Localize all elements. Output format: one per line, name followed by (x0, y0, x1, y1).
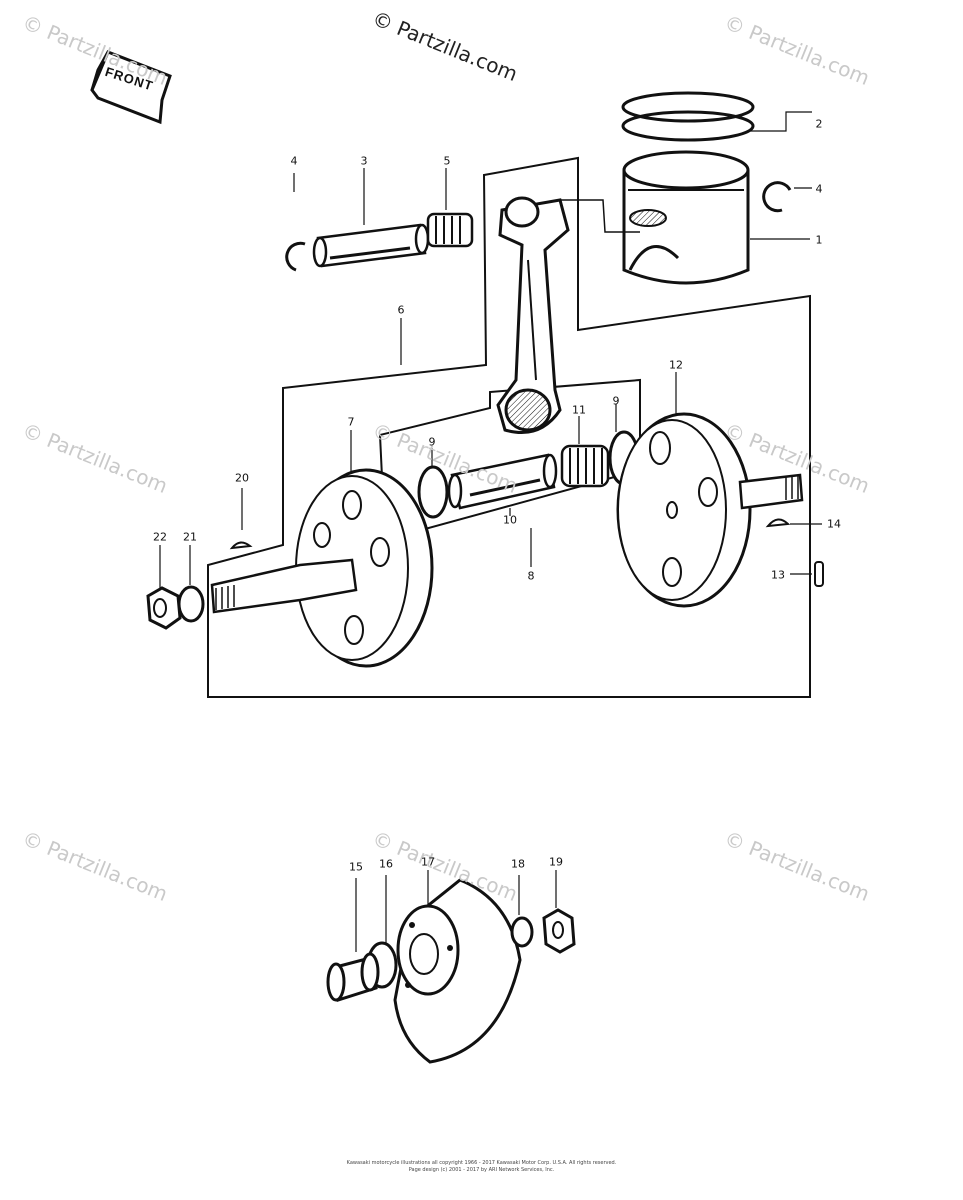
rod-to-piston-leader (560, 199, 640, 233)
crankpin (447, 453, 558, 510)
small-end-needle-bearing (426, 212, 474, 248)
callout-2[interactable]: 2 (815, 117, 823, 131)
callout-3[interactable]: 3 (360, 154, 368, 168)
callout-17[interactable]: 17 (421, 855, 435, 869)
washer-21 (177, 585, 205, 623)
footer-design-credit: Page design (c) 2001 - 2017 by ARI Netwo… (408, 1167, 555, 1173)
callout-5[interactable]: 5 (443, 154, 451, 168)
woodruff-key-20 (229, 541, 253, 550)
footer-copyright: Kawasaki motorcycle illustrations all co… (346, 1160, 617, 1166)
callout-6[interactable]: 6 (397, 303, 405, 317)
callout-15[interactable]: 15 (349, 860, 363, 874)
callout-21[interactable]: 21 (183, 530, 197, 544)
callout-4[interactable]: 4 (290, 154, 298, 168)
callout-10[interactable]: 10 (503, 513, 517, 527)
clutch-drive-group (326, 878, 576, 1064)
piston-pin (312, 223, 430, 268)
connecting-rod (496, 196, 570, 434)
front-arrow (90, 50, 172, 125)
callout-20[interactable]: 20 (235, 471, 249, 485)
piston-rings (621, 91, 755, 142)
callout-9[interactable]: 9 (612, 394, 620, 408)
left-crank-taper (210, 558, 358, 614)
circlip-right (762, 181, 792, 213)
leader-lines (159, 111, 822, 952)
pin-13 (814, 561, 824, 587)
callout-18[interactable]: 18 (511, 857, 525, 871)
callout-11[interactable]: 11 (572, 403, 586, 417)
callout-19[interactable]: 19 (549, 855, 563, 869)
callout-1[interactable]: 1 (815, 233, 823, 247)
piston (622, 150, 750, 285)
callout-4[interactable]: 4 (815, 182, 823, 196)
circlip-left (285, 241, 306, 272)
big-end-needle-bearing (560, 444, 610, 488)
crankshaft-assembly-outline (207, 156, 811, 698)
callout-13[interactable]: 13 (771, 568, 785, 582)
thrust-washer-left (417, 465, 449, 519)
right-flywheel (616, 412, 752, 608)
nut-22 (146, 586, 182, 630)
right-crank-shaft (738, 473, 804, 510)
callout-8[interactable]: 8 (527, 569, 535, 583)
callout-7[interactable]: 7 (347, 415, 355, 429)
callout-22[interactable]: 22 (153, 530, 167, 544)
callout-12[interactable]: 12 (669, 358, 683, 372)
key-14 (765, 518, 791, 528)
callout-14[interactable]: 14 (827, 517, 841, 531)
callout-16[interactable]: 16 (379, 857, 393, 871)
callout-9[interactable]: 9 (428, 435, 436, 449)
washer-18 (510, 916, 534, 948)
